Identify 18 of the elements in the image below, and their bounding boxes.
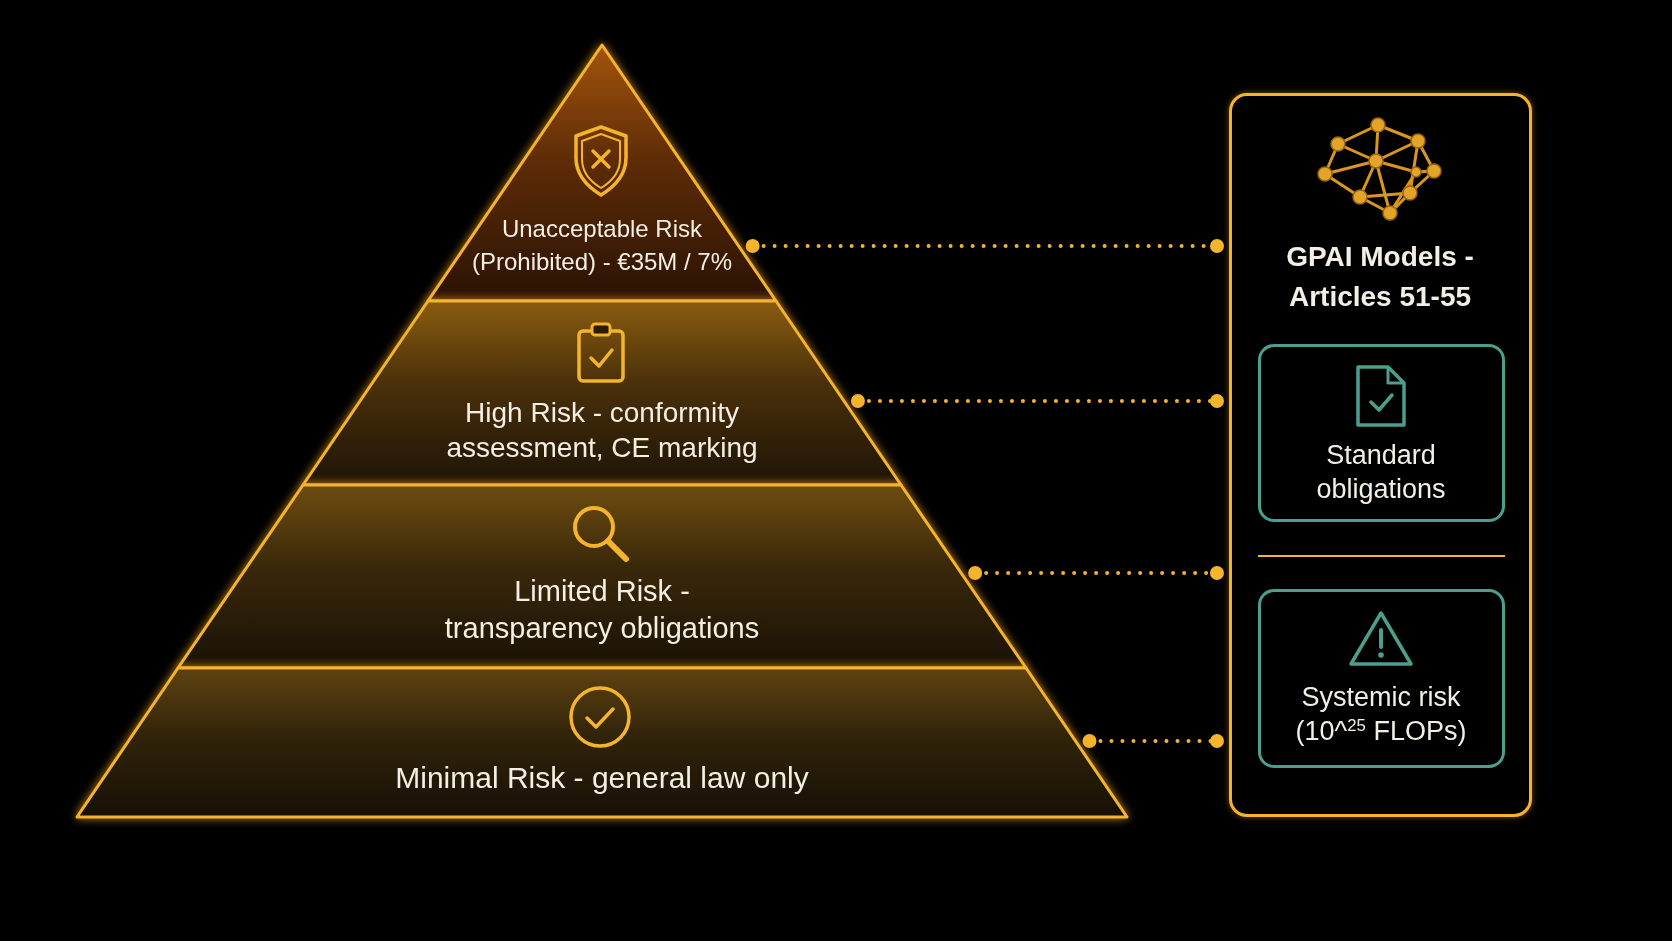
card-label: Systemic risk (10^$^{25}$ FLOPs) bbox=[1294, 681, 1468, 748]
tier-label: Limited Risk - transparency obligations bbox=[443, 574, 761, 646]
dotted-connector bbox=[1082, 734, 1224, 748]
dotted-connector bbox=[968, 566, 1224, 580]
tier-label: Minimal Risk - general law only bbox=[394, 760, 810, 796]
info-card bbox=[1258, 589, 1505, 768]
pyramid-tier bbox=[178, 485, 1026, 668]
card-label: Standard obligations bbox=[1315, 439, 1447, 506]
side-panel bbox=[1229, 93, 1532, 817]
dotted-connector bbox=[850, 394, 1224, 408]
info-card bbox=[1258, 344, 1505, 522]
panel-title: GPAI Models - Articles 51-55 bbox=[1285, 240, 1475, 314]
pyramid-tier bbox=[428, 45, 776, 301]
pyramid-tier bbox=[77, 668, 1127, 817]
tier-label: High Risk - conformity assessment, CE marking bbox=[445, 396, 759, 465]
dotted-connector bbox=[745, 239, 1224, 253]
pyramid-tier bbox=[303, 301, 901, 485]
tier-label: Unacceptable Risk (Prohibited) - €35M / 7% bbox=[470, 214, 734, 277]
